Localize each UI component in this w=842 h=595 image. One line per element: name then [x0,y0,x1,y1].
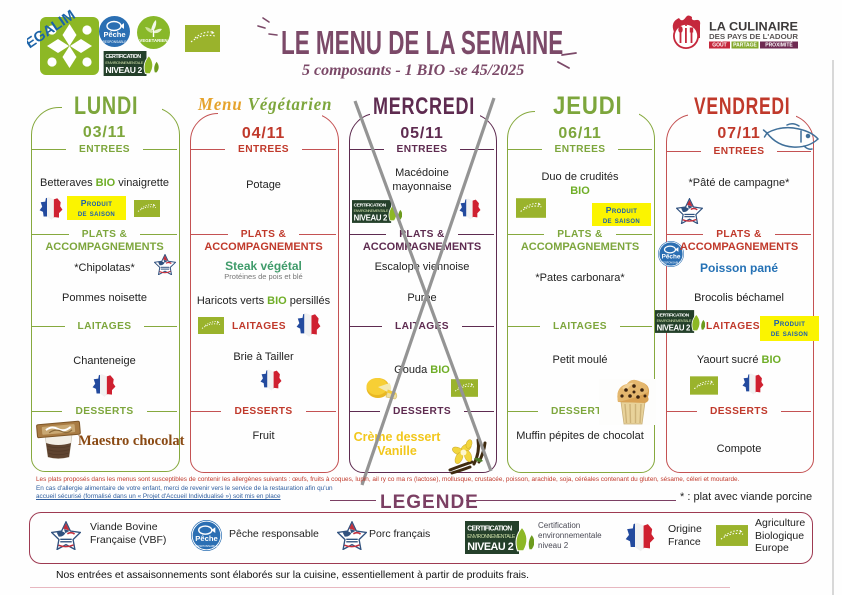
svg-text:VEGETARIEN: VEGETARIEN [139,38,167,43]
svg-text:RESPONSABLE: RESPONSABLE [103,40,127,44]
svg-text:PROXIMITÉ: PROXIMITÉ [765,41,793,49]
svg-text:GOÛT: GOÛT [712,42,726,49]
svg-text:DES PAYS DE L'ADOUR: DES PAYS DE L'ADOUR [709,32,799,41]
svg-text:Pêche: Pêche [103,30,125,39]
svg-text:PARTAGE: PARTAGE [733,43,757,49]
svg-text:LA CULINAIRE: LA CULINAIRE [709,20,798,34]
